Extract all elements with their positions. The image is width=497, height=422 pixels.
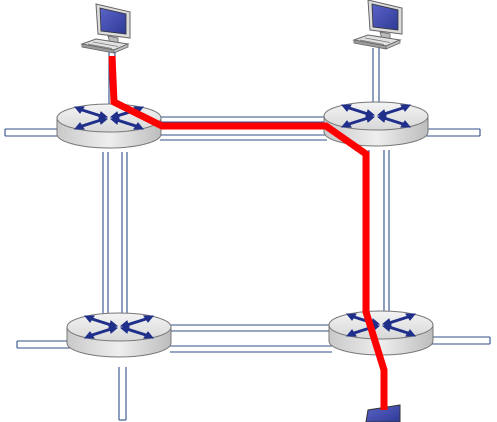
router-bottom-left: [65, 311, 173, 359]
link-stub-top-left: [4, 128, 60, 137]
router-bottom-right: [327, 309, 435, 357]
link-stub-bottom: [118, 367, 127, 421]
link-router-bottom: [170, 324, 332, 353]
network-links: [4, 48, 491, 421]
link-router-top: [160, 116, 327, 141]
link-host-top-right: [372, 48, 380, 104]
highlighted-path: [108, 55, 388, 410]
link-stub-bottom-right: [432, 336, 491, 345]
router-top-left: [55, 102, 163, 150]
link-router-left: [102, 152, 128, 315]
link-stub-top-right: [425, 128, 481, 137]
host-bottom-right: [365, 404, 401, 422]
host-top-right: [353, 0, 403, 50]
link-stub-bottom-left: [16, 340, 70, 349]
host-top-left: [81, 3, 131, 54]
